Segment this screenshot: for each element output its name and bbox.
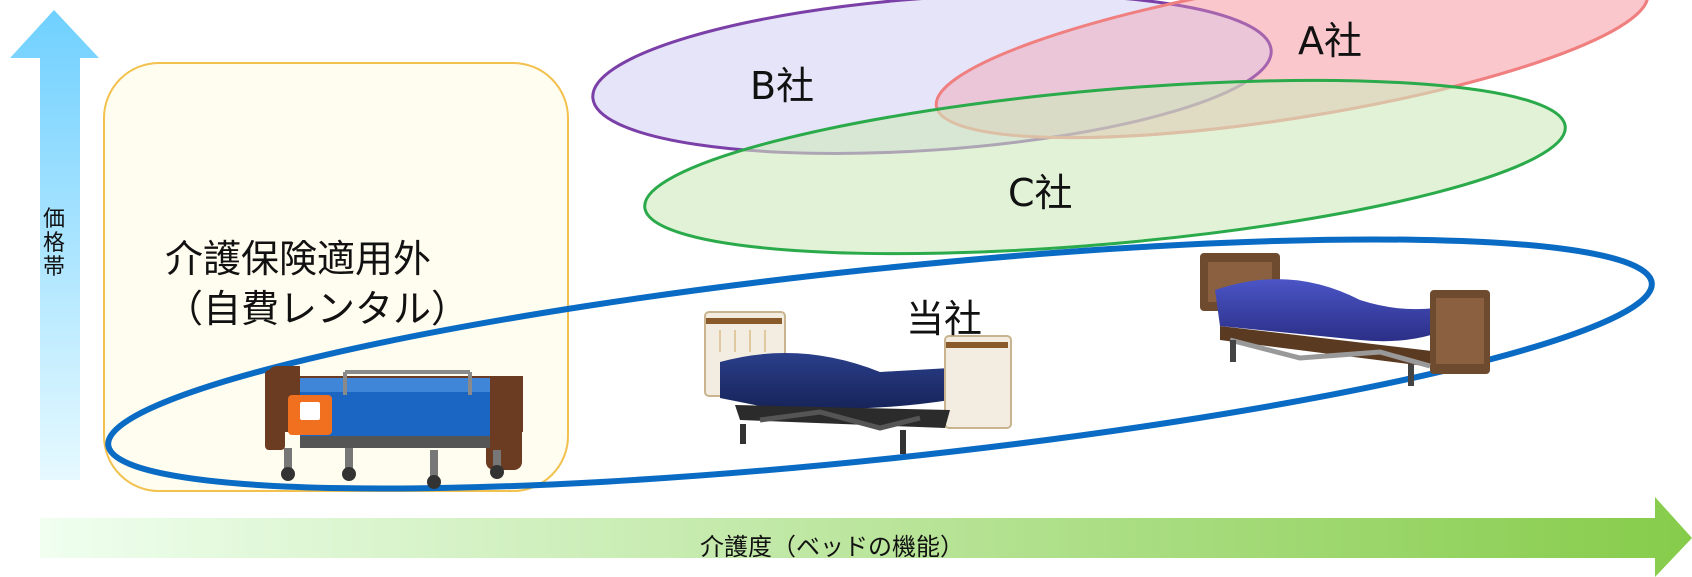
c-company-label: C社 [1008,171,1073,215]
care-bed-low-icon [265,366,523,489]
own-company-ellipse [105,236,1655,492]
c-company-ellipse [643,78,1567,256]
outside-insurance-line2: （自費レンタル） [165,287,470,331]
own-company-label: 当社 [906,297,983,341]
y-axis-arrow [10,10,99,480]
x-axis-label: 介護度（ベッドの機能） [700,533,964,561]
y-axis-label: 価格帯 [42,207,65,280]
outside-insurance-line1: 介護保険適用外 [165,237,432,281]
x-axis-arrow [40,497,1692,577]
a-company-label: A社 [1298,19,1362,63]
outside-insurance-label: 介護保険適用外 （自費レンタル） [165,234,469,334]
care-bed-white-icon [704,311,1012,454]
care-bed-wood-icon [1200,253,1490,386]
b-company-label: B社 [750,64,815,108]
